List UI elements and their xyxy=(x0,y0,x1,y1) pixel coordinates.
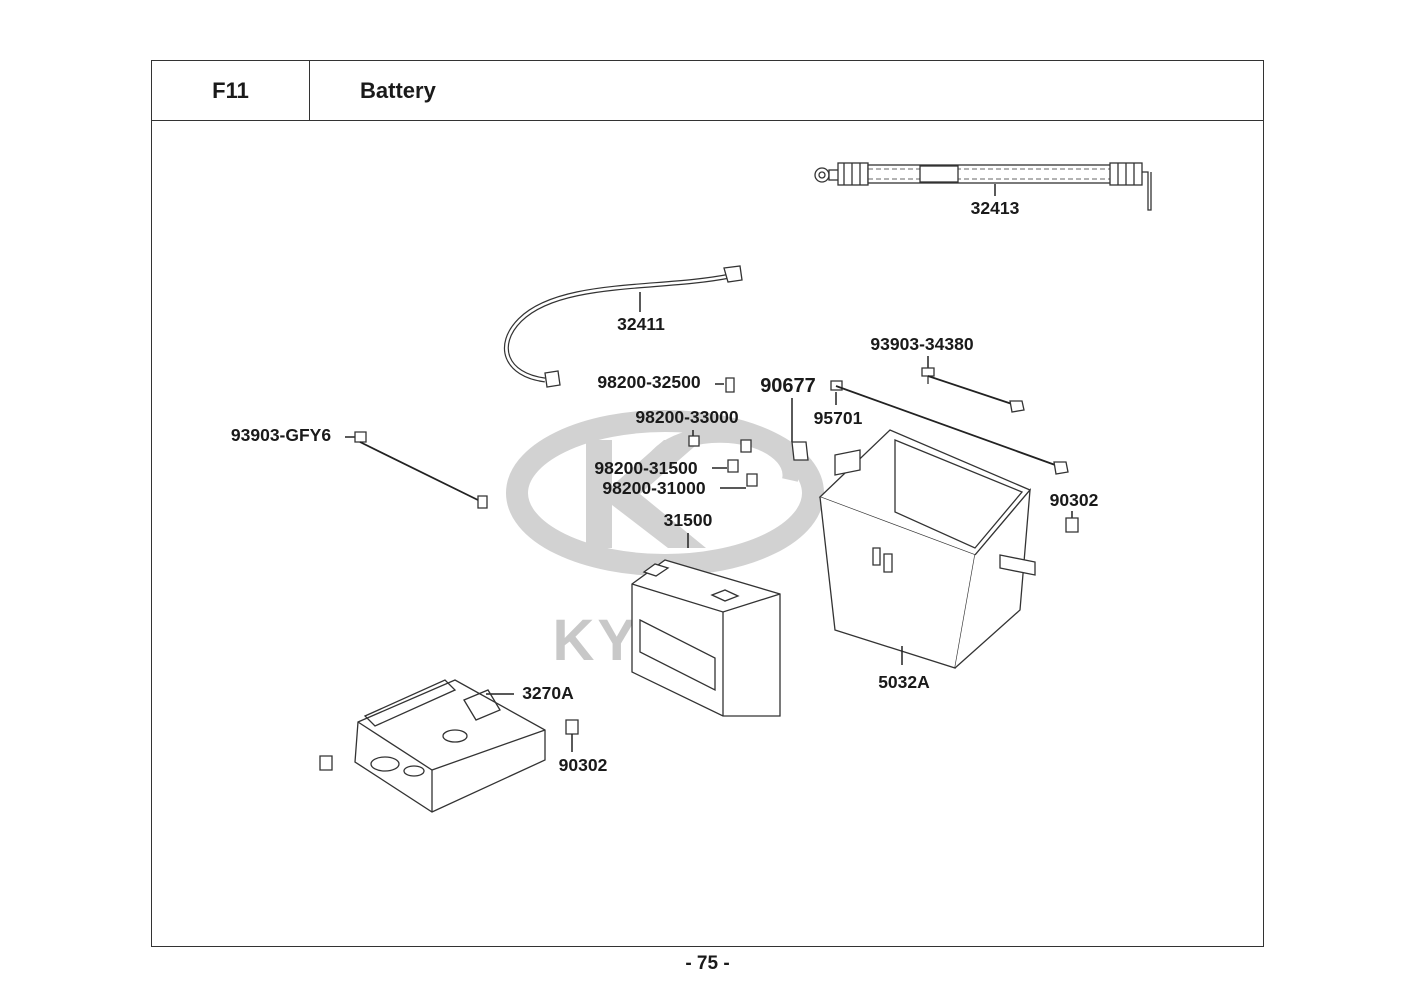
nut-90677-drawing xyxy=(791,441,809,461)
page-number: - 75 - xyxy=(685,953,730,974)
clips-98200-31500-31000-drawing xyxy=(727,439,758,487)
part-label-90302-left: 90302 xyxy=(559,755,608,775)
part-label-95701: 95701 xyxy=(814,408,863,428)
clip-98200-32500-drawing xyxy=(725,377,735,393)
part-label-98200-33000: 98200-33000 xyxy=(635,407,738,427)
part-label-90302-right: 90302 xyxy=(1050,490,1099,510)
nut-90302-left-drawing xyxy=(319,755,333,771)
part-label-98200-32500: 98200-32500 xyxy=(597,372,700,392)
part-label-32411: 32411 xyxy=(617,314,665,334)
part-label-5032A: 5032A xyxy=(878,672,930,692)
part-label-98200-31500: 98200-31500 xyxy=(594,458,697,478)
part-label-90677: 90677 xyxy=(760,375,816,397)
cable-32411-drawing xyxy=(503,265,743,388)
section-title: Battery xyxy=(310,60,1264,121)
bolt-93903-34380-drawing xyxy=(921,367,1025,413)
nut-90302-center-drawing xyxy=(565,719,579,735)
tray-3270A-drawing xyxy=(354,679,546,813)
battery-31500-drawing xyxy=(631,559,781,717)
screw-93903-GFY6-drawing xyxy=(354,431,488,509)
part-label-32413: 32413 xyxy=(971,198,1020,218)
cable-32413-drawing xyxy=(814,162,1152,211)
clip-98200-33000-drawing xyxy=(688,435,700,447)
battery-box-5032A-drawing xyxy=(818,429,1036,669)
part-label-93903-34380: 93903-34380 xyxy=(870,334,973,354)
part-label-93903-GFY6: 93903-GFY6 xyxy=(231,425,331,445)
part-label-31500: 31500 xyxy=(664,510,713,530)
part-label-3270A: 3270A xyxy=(522,683,574,703)
section-code: F11 xyxy=(151,60,310,121)
nut-90302-right-drawing xyxy=(1065,517,1079,533)
part-label-98200-31000: 98200-31000 xyxy=(602,478,705,498)
bolt-95701-drawing xyxy=(830,380,1069,475)
